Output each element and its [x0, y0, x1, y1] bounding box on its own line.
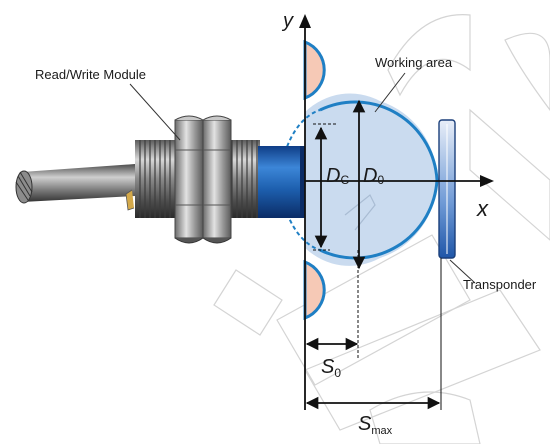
s0-label: S0 [321, 356, 341, 380]
sensor-head [258, 146, 305, 218]
sensor-cable [15, 164, 135, 204]
leader-lines [129, 72, 476, 284]
transponder-tag [438, 119, 456, 259]
y-axis-arrowhead [299, 14, 311, 28]
working-area-region [282, 93, 439, 266]
nut-right [202, 115, 232, 244]
dimension-lines [305, 99, 442, 410]
transponder-label: Transponder [463, 277, 537, 292]
side-lobes [303, 39, 326, 321]
read-write-module-label: Read/Write Module [35, 67, 146, 82]
hex-nuts [174, 115, 232, 244]
working-area-label: Working area [375, 55, 453, 70]
lower-side-lobe [303, 259, 326, 321]
upper-side-lobe [303, 39, 326, 101]
dc-label: DC [326, 165, 349, 187]
text-labels: Read/Write Module Working area Transpond… [35, 10, 537, 437]
smax-label: Smax [358, 413, 393, 437]
y-axis-label: y [281, 10, 294, 32]
x-axis-arrowhead [480, 175, 494, 187]
d0-label: D0 [363, 165, 384, 187]
coordinate-axes [299, 14, 494, 410]
nut-left [174, 115, 204, 244]
x-axis-label: x [476, 196, 489, 221]
